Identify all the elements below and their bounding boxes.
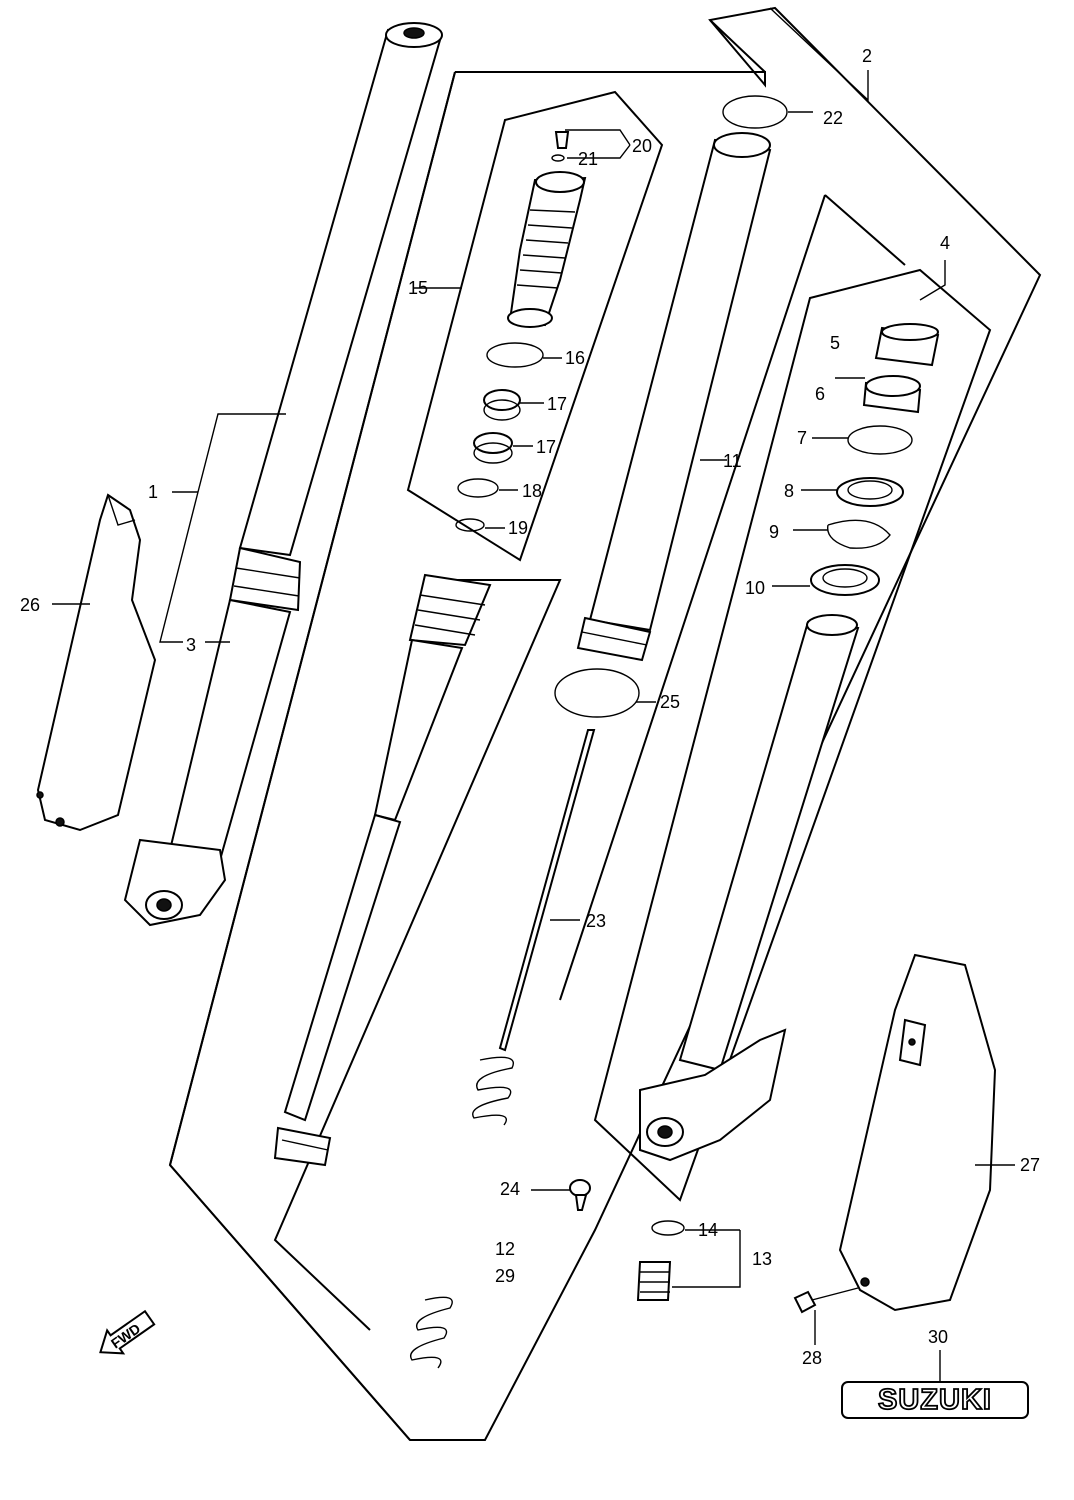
callout-9: 9 [769, 522, 779, 542]
bolt-28 [793, 1287, 859, 1314]
o-ring-22 [722, 95, 788, 129]
group-frame-outer-tube [168, 71, 456, 1441]
bushing-17b [473, 432, 513, 464]
callout-23: 23 [586, 911, 606, 931]
ring-19 [455, 518, 485, 532]
clip-9 [826, 519, 891, 549]
callout-5: 5 [830, 333, 840, 353]
callout-10: 10 [745, 578, 765, 598]
part-fork-guard-right [838, 953, 997, 1312]
group-frame-4 [593, 268, 992, 1202]
callout-7: 7 [797, 428, 807, 448]
suzuki-emblem: SUZUKI [841, 1381, 1029, 1419]
callout-15: 15 [408, 278, 428, 298]
callout-12: 12 [495, 1239, 515, 1259]
spring-lower [410, 1296, 453, 1369]
callout-13: 13 [752, 1249, 772, 1269]
callout-28: 28 [802, 1348, 822, 1368]
callout-30: 30 [928, 1327, 948, 1347]
ring-16 [486, 342, 544, 368]
o-ring-25 [554, 668, 640, 718]
callout-24: 24 [500, 1179, 520, 1199]
adjuster-13 [636, 1261, 672, 1301]
rod-23 [498, 729, 596, 1052]
callout-26: 26 [20, 595, 40, 615]
callout-22: 22 [823, 108, 843, 128]
spring-upper [472, 1056, 514, 1126]
part-fork-guard-left [36, 493, 157, 832]
callout-6: 6 [815, 384, 825, 404]
callout-leaders [52, 7, 1015, 1382]
callout-8: 8 [784, 481, 794, 501]
callout-18: 18 [522, 481, 542, 501]
callout-16: 16 [565, 348, 585, 368]
callout-25: 25 [660, 692, 680, 712]
group-frame-center [273, 579, 562, 1331]
bushing-17a [483, 389, 521, 421]
group-frame-15 [406, 90, 664, 562]
part-damper-cartridge [507, 131, 587, 328]
forward-direction-arrow: FWD [99, 1309, 156, 1355]
bushing-6 [862, 375, 922, 414]
dust-seal-10 [810, 564, 880, 596]
callout-27: 27 [1020, 1155, 1040, 1175]
callout-17a: 17 [547, 394, 567, 414]
callout-29: 29 [495, 1266, 515, 1286]
callout-1: 1 [148, 482, 158, 502]
ring-18 [457, 478, 499, 498]
group-frame-4-outer [559, 194, 906, 1001]
callout-2: 2 [862, 46, 872, 66]
part-inner-tube [576, 132, 772, 662]
part-outer-tube [123, 22, 443, 927]
callout-20: 20 [632, 136, 652, 156]
bolt-24 [569, 1179, 591, 1211]
group-frame-inner [709, 19, 766, 85]
callout-17b: 17 [536, 437, 556, 457]
callout-21: 21 [578, 149, 598, 169]
part-axle-holder [639, 614, 860, 1162]
oil-seal-8 [836, 477, 904, 507]
washer-7 [847, 425, 913, 455]
callout-19: 19 [508, 518, 528, 538]
part-damper-rod [273, 573, 492, 1167]
callout-3: 3 [186, 635, 196, 655]
bushing-5 [874, 323, 940, 367]
callout-11: 11 [723, 451, 742, 471]
callout-4: 4 [940, 233, 950, 253]
callout-14: 14 [698, 1220, 718, 1240]
suzuki-emblem-text: SUZUKI [878, 1384, 992, 1416]
o-ring-14 [651, 1220, 685, 1236]
